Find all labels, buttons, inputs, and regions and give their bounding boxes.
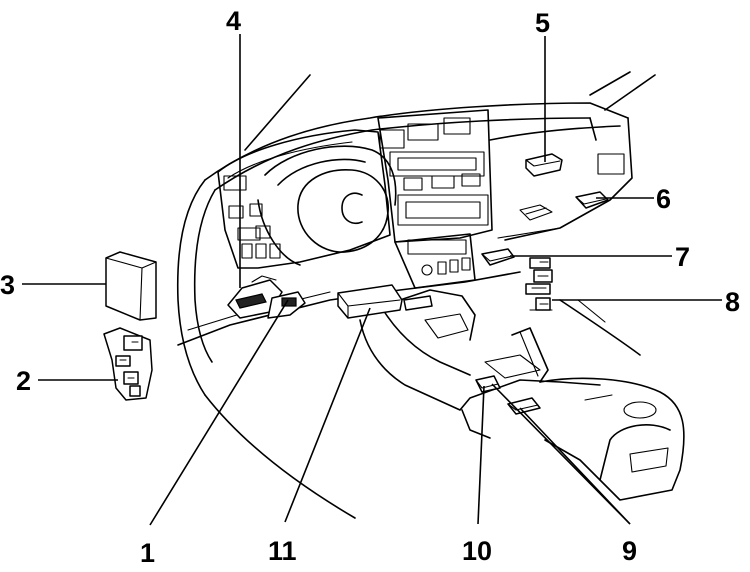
callout-1: 1 (140, 538, 155, 567)
relay-bracket-8 (525, 257, 553, 311)
leader-9b (491, 383, 631, 525)
center-stack (377, 109, 625, 289)
callout-labels: 4 5 3 2 6 7 8 1 11 10 9 (0, 6, 740, 568)
callout-2: 2 (16, 366, 31, 396)
relay-7 (481, 248, 515, 266)
relay-6 (575, 191, 609, 209)
callout-6: 6 (656, 184, 671, 214)
callout-7: 7 (675, 242, 690, 272)
callout-11: 11 (268, 536, 297, 566)
relay-5 (525, 153, 563, 177)
leader-1 (149, 299, 289, 526)
leader-lines (22, 34, 722, 526)
center-relay-box (337, 284, 433, 319)
callout-5: 5 (535, 8, 550, 38)
center-console (359, 289, 685, 501)
relay-9 (507, 397, 541, 415)
leader-11 (284, 307, 371, 523)
instrument-cluster (217, 129, 397, 269)
callout-9: 9 (622, 536, 637, 566)
callout-4: 4 (226, 6, 241, 36)
leader-10 (477, 385, 485, 525)
callout-3: 3 (0, 270, 15, 300)
callout-8: 8 (725, 287, 740, 317)
ecu-box-3 (105, 251, 157, 321)
relay-bracket-2 (103, 327, 153, 401)
callout-10: 10 (462, 536, 492, 566)
junction-block-connectors (227, 275, 306, 319)
